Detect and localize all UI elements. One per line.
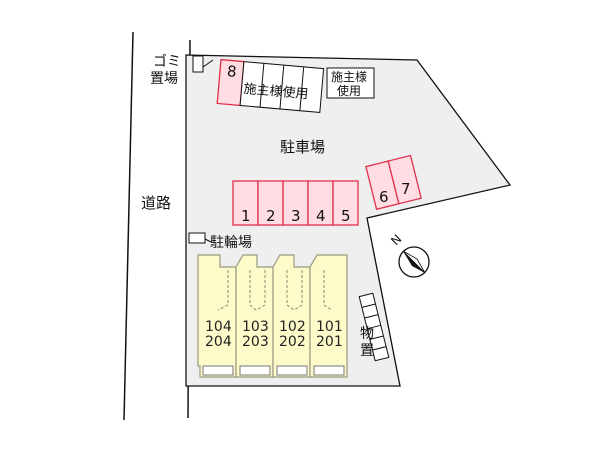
bicycle-parking-label: 駐輪場 — [210, 234, 252, 251]
parking-space-2-label: 2 — [266, 207, 276, 225]
unit-201-label: 201 — [316, 334, 343, 350]
parking-space-8-label: 8 — [226, 62, 237, 81]
unit-101-label: 101 — [316, 319, 343, 335]
parking-space-6-label: 6 — [379, 188, 389, 206]
bicycle-parking-box — [188, 232, 206, 244]
unit-104-outline — [197, 254, 237, 378]
parking-space-5 — [332, 180, 359, 226]
parking-space-5-label: 5 — [341, 207, 351, 225]
garbage-station-label-line1: ゴミ — [153, 53, 181, 70]
parking-space-3-label: 3 — [291, 207, 301, 225]
garbage-station-label-line2: 置場 — [150, 71, 178, 87]
north-letter: N — [388, 232, 404, 248]
top-parking-row: 8 施主様使用 — [216, 58, 325, 113]
unit-101-step — [313, 365, 345, 376]
north-arrow-icon: N — [388, 232, 430, 278]
parking-space-1-label: 1 — [241, 207, 251, 225]
unit-103-step — [239, 365, 271, 376]
owner-use-label-b-line1: 施主様 — [331, 70, 367, 84]
garbage-station-box — [192, 55, 204, 73]
owner-use-divider — [299, 66, 305, 111]
road-label: 道路 — [141, 194, 171, 212]
unit-103-outline — [235, 254, 274, 378]
parking-lot-label: 駐車場 — [280, 138, 325, 156]
unit-203-label: 203 — [242, 334, 269, 350]
storage-shed — [358, 292, 390, 362]
unit-104-label: 104 — [205, 319, 232, 335]
unit-202-label: 202 — [279, 334, 306, 350]
storage-label-line1: 物 — [360, 326, 374, 342]
parking-row-1-5: 1 2 3 4 5 — [232, 180, 359, 226]
bicycle-leader-line — [204, 238, 212, 243]
parking-row-6-7 — [365, 154, 422, 211]
unit-204-label: 204 — [205, 334, 232, 350]
garbage-leader-line — [202, 59, 214, 68]
apartment-building: 104 204 103 203 102 202 101 201 — [197, 254, 348, 378]
storage-label-line2: 置 — [360, 343, 374, 359]
owner-use-divider — [279, 65, 285, 110]
owner-use-label-a: 施主様使用 — [243, 81, 309, 103]
interior-dashed-lines — [217, 270, 333, 311]
parking-space-7-label: 7 — [401, 180, 411, 198]
unit-103-label: 103 — [242, 319, 269, 335]
unit-102-label: 102 — [279, 319, 306, 335]
owner-use-block-b — [326, 67, 375, 99]
unit-101-outline — [309, 254, 348, 378]
parking-space-4-label: 4 — [316, 207, 326, 225]
road-edge-left — [123, 31, 134, 421]
unit-102-outline — [272, 254, 311, 378]
owner-use-label-b-line2: 使用 — [337, 83, 361, 98]
parking-space-4 — [307, 180, 334, 226]
owner-use-divider — [259, 63, 265, 108]
unit-104-step — [202, 365, 234, 376]
unit-102-step — [276, 365, 308, 376]
parking-space-3 — [282, 180, 309, 226]
parking-space-7 — [387, 154, 422, 205]
parking-space-2 — [257, 180, 284, 226]
